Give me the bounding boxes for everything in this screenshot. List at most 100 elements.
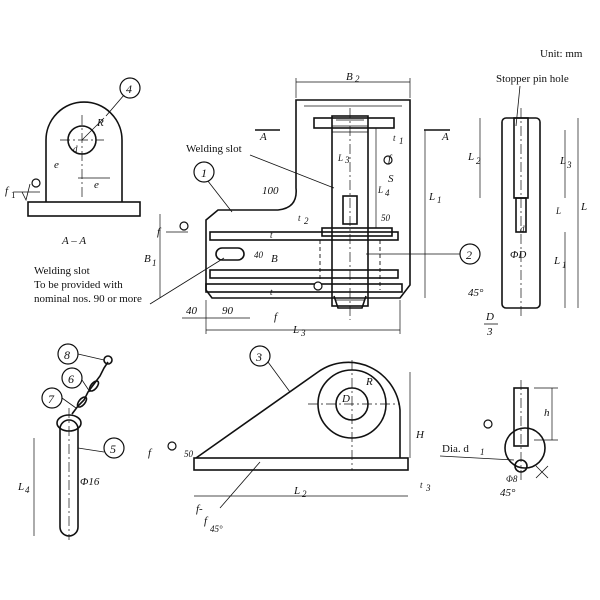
dim-r-lug: R: [365, 376, 373, 388]
dim-d3-num: D: [485, 311, 494, 323]
welding-slot-label: Welding slot: [186, 143, 242, 155]
dim-l-side: L: [580, 201, 587, 213]
dim-phid: ΦD: [510, 249, 526, 261]
svg-text:3: 3: [300, 328, 306, 338]
balloon-5: 5: [110, 442, 116, 456]
dim-l1-side: L: [553, 255, 560, 267]
svg-text:3: 3: [344, 155, 350, 165]
screw-tip: [333, 295, 367, 309]
dim-phi8: Φ8: [506, 474, 518, 484]
dim-t2: t: [298, 213, 301, 223]
front-view: B 2 A A t 1 S L 4 50 L 1 L 3 B 1 40 B t …: [34, 71, 481, 338]
svg-text:2: 2: [304, 216, 309, 226]
weld-f-left: f: [157, 226, 162, 238]
dim-l3: L: [292, 324, 299, 336]
balloon-3: 3: [255, 350, 262, 364]
svg-text:1: 1: [152, 258, 157, 268]
chain: [71, 361, 109, 415]
dim-b2: B: [346, 71, 353, 83]
svg-text:2: 2: [476, 156, 481, 166]
dim-t3: t: [420, 480, 423, 490]
stopper-pin-hole-label: Stopper pin hole: [496, 73, 569, 85]
weld-f-bottom: f: [274, 311, 279, 323]
clamp-body-outline: [205, 99, 411, 299]
dim-l-small-side: L: [555, 206, 561, 216]
balloon-7: 7: [48, 392, 55, 406]
section-a-a-view: R d e e 4 f 1 A – A: [5, 77, 141, 247]
dim-t-upper: t: [270, 230, 273, 240]
section-base-plate: [27, 201, 141, 217]
balloon-6: 6: [68, 372, 74, 386]
dim-40-left: 40: [254, 250, 264, 260]
dim-h-detail: h: [544, 407, 550, 419]
lower-jaw-plate: [205, 283, 403, 293]
detail-pin-ball: [504, 427, 546, 469]
pin-weld-detail: h Dia. d 1 Φ8 45°: [439, 380, 558, 499]
svg-text:2: 2: [302, 489, 307, 499]
dim-45-side: 45°: [468, 287, 484, 299]
lug-plate-outline: [195, 361, 401, 459]
svg-text:1: 1: [480, 447, 485, 457]
dim-l4-pin: L: [17, 481, 24, 493]
side-view: Stopper pin hole L L 3 L L 1 L 2 ΦD d 45…: [467, 73, 587, 338]
dim-h-lug: H: [415, 429, 425, 441]
dim-50-front: 50: [381, 213, 391, 223]
dim-t-lower: t: [270, 287, 273, 297]
dim-l2-lug: L: [293, 485, 300, 497]
dim-s: S: [388, 173, 394, 185]
svg-text:4: 4: [385, 188, 390, 198]
dim-d-section: d: [73, 144, 78, 154]
balloon-2: 2: [466, 248, 472, 262]
dim-t1: t: [393, 133, 396, 143]
welding-plate-lower: [209, 269, 399, 279]
dim-d-lug: D: [341, 393, 350, 405]
dim-l4-front: L: [377, 185, 383, 195]
welding-slot-note-line2: To be provided with: [34, 279, 123, 291]
welding-slot-note-line3: nominal nos. 90 or more: [34, 293, 142, 305]
stopper-slot: [342, 195, 358, 225]
unit-note: Unit: mm: [540, 48, 583, 60]
dim-b: B: [271, 253, 278, 265]
lug-plate-view: D R H t 3 L 2 50 f f- f 45° 3: [148, 345, 431, 534]
dim-40-bottom: 40: [186, 305, 198, 317]
svg-text:2: 2: [355, 74, 360, 84]
dia-d1-label: Dia. d: [442, 443, 469, 455]
cut-a-right: A: [441, 131, 449, 143]
svg-text:1: 1: [562, 260, 567, 270]
dim-e1-section: e: [54, 159, 59, 171]
section-lug-outline: [45, 101, 123, 202]
dim-l2-side: L: [467, 151, 474, 163]
weld-fminus-lug: f-: [196, 503, 203, 515]
welding-slot-oval: [215, 247, 245, 261]
dim-l-inner: L: [337, 153, 343, 163]
svg-text:1: 1: [399, 136, 404, 146]
weld-f-lug: f: [148, 447, 153, 459]
svg-text:4: 4: [25, 485, 30, 495]
svg-text:3: 3: [566, 160, 572, 170]
welding-plate-upper: [209, 231, 399, 241]
lug-base-plate: [193, 457, 409, 471]
balloon-4: 4: [126, 82, 132, 96]
dim-r-section: R: [96, 117, 104, 129]
dim-d3-den: 3: [486, 326, 493, 338]
dim-l1-front: L: [428, 191, 435, 203]
svg-text:1: 1: [437, 195, 442, 205]
stopper-pin-assembly: L 4 Φ16 5 6 7 8: [17, 343, 125, 540]
weld-f-lug2: f: [204, 515, 209, 527]
balloon-1: 1: [201, 166, 207, 180]
dim-l3-side: L: [559, 155, 566, 167]
dim-90: 90: [222, 305, 234, 317]
dim-d-side: d: [520, 224, 525, 234]
dim-45-lug: 45°: [210, 524, 223, 534]
dim-45-detail: 45°: [500, 487, 516, 499]
top-cross-bar: [313, 117, 395, 129]
weld-f1-section: f: [5, 185, 10, 197]
welding-slot-note-line1: Welding slot: [34, 265, 90, 277]
weld-f-right: f: [388, 153, 393, 165]
dim-50-lug: 50: [184, 449, 194, 459]
section-title: A – A: [61, 235, 86, 247]
svg-text:3: 3: [425, 483, 431, 493]
dim-e2-section: e: [94, 179, 99, 191]
dim-phi16: Φ16: [80, 476, 100, 488]
